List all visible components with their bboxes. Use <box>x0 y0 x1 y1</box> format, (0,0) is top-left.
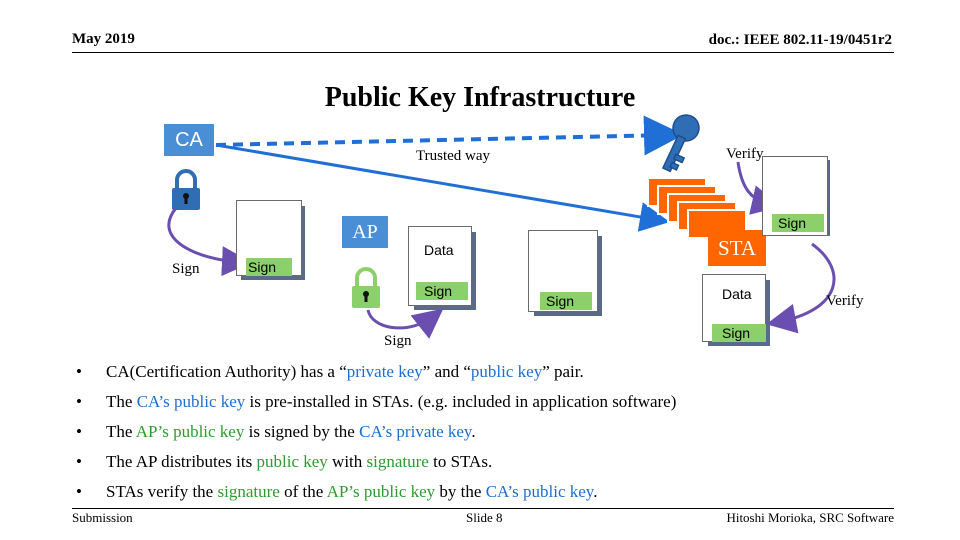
bullet-text-segment: to STAs. <box>428 452 493 471</box>
bullet-text-segment: is signed by the <box>244 422 360 441</box>
ca-public-key-icon <box>654 109 705 176</box>
bullet-text-segment: . <box>593 482 598 501</box>
ap-sign-arrow <box>366 308 444 339</box>
trusted-way-label: Trusted way <box>416 148 491 164</box>
bullet-text-segment: signature <box>217 482 280 501</box>
bullet-text-segment: public key <box>470 362 543 381</box>
bullet-text-segment: The <box>106 392 137 411</box>
bullet-text-segment: private key <box>346 362 423 381</box>
header-rule <box>72 52 894 53</box>
bullet-text-segment: ” and “ <box>422 362 471 381</box>
footer-slide-number: Slide 8 <box>466 510 503 525</box>
ca-to-sta-arrow <box>215 143 670 232</box>
bullet-text-segment: ” pair. <box>542 362 584 381</box>
verify-right-arrow <box>766 242 836 334</box>
bullet-text-segment: CA’s public key <box>136 392 246 411</box>
distributed-sign-tag: Sign <box>540 292 592 310</box>
page-title: Public Key Infrastructure <box>324 82 636 113</box>
bullet-text-segment: AP’s public key <box>326 482 436 501</box>
bullet-item: The CA’s public key is pre-installed in … <box>76 392 677 422</box>
header-doc-id: doc.: IEEE 802.11-19/0451r2 <box>708 32 892 48</box>
ap-private-lock-icon <box>352 267 380 308</box>
bullet-text-segment: The AP distributes its <box>106 452 257 471</box>
bullet-text-segment: CA’s public key <box>485 482 594 501</box>
bullet-text-segment: by the <box>435 482 486 501</box>
bullet-list: CA(Certification Authority) has a “priva… <box>76 362 677 512</box>
ap-sign-label: Sign <box>384 333 412 349</box>
bullet-text-segment: CA(Certification Authority) has a “ <box>106 362 347 381</box>
ap-card-sign-tag: Sign <box>246 258 292 276</box>
bullet-text-segment: public key <box>256 452 328 471</box>
ap-data-sign-tag: Sign <box>416 282 468 300</box>
footer-submission: Submission <box>72 510 133 525</box>
ap-node: AP <box>342 216 388 248</box>
footer-author: Hitoshi Morioka, SRC Software <box>726 510 894 525</box>
bullet-text-segment: . <box>471 422 476 441</box>
ca-node: CA <box>164 124 214 156</box>
bullet-text-segment: of the <box>279 482 327 501</box>
header-date: May 2019 <box>72 31 135 47</box>
bullet-text-segment: CA’s private key <box>359 422 472 441</box>
sta-card-sign-tag: Sign <box>772 214 824 232</box>
bullet-text-segment: The <box>106 422 136 441</box>
sta-data-sign-tag: Sign <box>712 324 766 342</box>
ca-private-lock-icon <box>172 169 200 210</box>
bullet-item: The AP distributes its public key with s… <box>76 452 676 482</box>
footer-rule <box>72 508 894 509</box>
ap-data-label: Data <box>424 242 454 258</box>
ca-sign-label: Sign <box>172 261 200 277</box>
bullet-text-segment: AP’s public key <box>135 422 245 441</box>
sta-stack <box>647 177 747 239</box>
bullet-text-segment: is pre-installed in STAs. (e.g. included… <box>245 392 677 411</box>
bullet-text-segment: signature <box>366 452 429 471</box>
bullet-item: The AP’s public key is signed by the CA’… <box>76 422 676 452</box>
sta-data-label: Data <box>722 286 752 302</box>
bullet-item: STAs verify the signature of the AP’s pu… <box>76 482 676 512</box>
verify-right-label: Verify <box>826 293 864 309</box>
sta-node: STA <box>708 230 766 266</box>
bullet-text-segment: with <box>327 452 367 471</box>
bullet-item: CA(Certification Authority) has a “priva… <box>76 362 676 392</box>
verify-top-label: Verify <box>726 146 764 162</box>
ca-sign-arrow <box>167 207 252 277</box>
trusted-way-arrow <box>215 115 684 156</box>
bullet-text-segment: STAs verify the <box>106 482 218 501</box>
